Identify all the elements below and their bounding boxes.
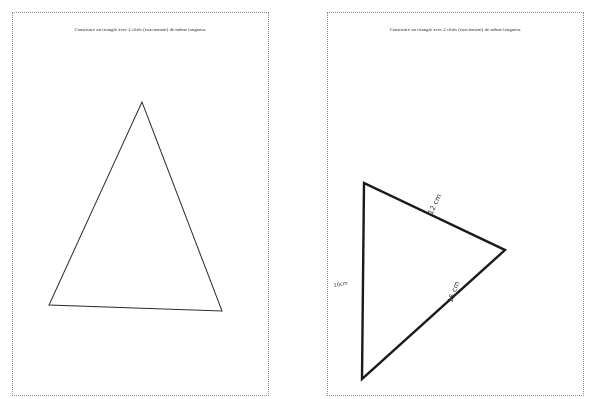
worksheet-right: Construire un triangle avec 2 côtés (exa… xyxy=(327,12,584,396)
triangle-right xyxy=(360,181,508,382)
triangle-drawing-right: 12 cm 15 cm 10cm xyxy=(333,181,508,382)
measure-label-top: 12 cm xyxy=(427,193,444,216)
worksheet-left: Construire un triangle avec 2 côtés (exa… xyxy=(12,12,269,396)
instruction-text: Construire un triangle avec 2 côtés (exa… xyxy=(74,27,207,32)
triangle-left xyxy=(48,100,223,312)
triangle-drawing-left xyxy=(48,100,223,312)
measure-label-left: 10cm xyxy=(333,281,348,289)
instruction-text: Construire un triangle avec 2 côtés (exa… xyxy=(389,27,522,32)
